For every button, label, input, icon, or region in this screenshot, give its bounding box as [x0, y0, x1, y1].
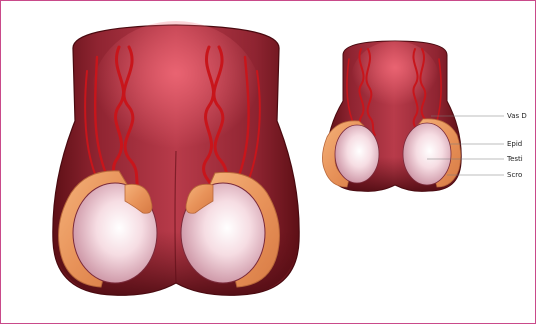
label-epididymis: Epid	[507, 140, 522, 148]
small-right-testis	[403, 123, 451, 185]
label-scrotum: Scro	[507, 171, 522, 179]
large-illustration	[53, 21, 299, 295]
label-testis: Testi	[506, 155, 523, 163]
large-scrotum-highlight	[91, 21, 261, 171]
small-left-testis	[335, 125, 379, 183]
label-vas: Vas D	[507, 112, 527, 120]
